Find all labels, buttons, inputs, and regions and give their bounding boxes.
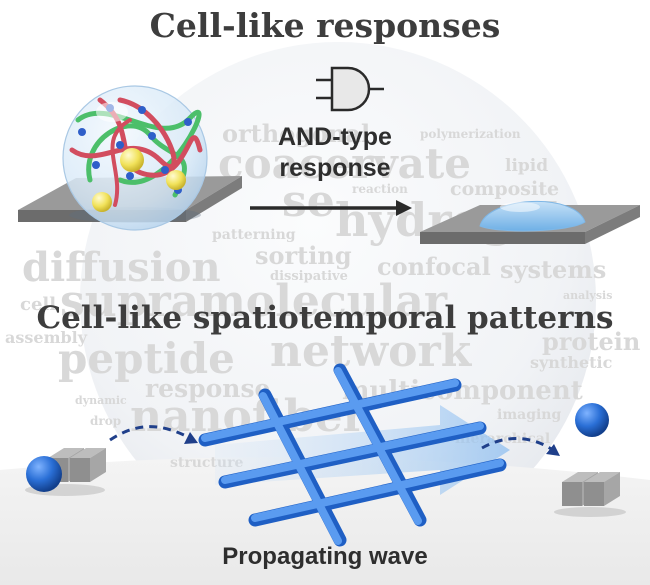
word-cloud-item: imaging [497, 407, 562, 423]
word-cloud-item: peptide [58, 334, 235, 383]
fiber-network [198, 363, 507, 547]
word-cloud-item: se [282, 176, 335, 227]
coacervate-nodes [78, 104, 192, 194]
word-cloud-item: orthogonal [222, 119, 371, 148]
propagating-wave-label: Propagating wave [222, 543, 428, 570]
coacervate-droplet [62, 85, 208, 231]
dashed-arrow-right [481, 437, 554, 452]
word-cloud-item: composite [450, 178, 560, 200]
word-cloud-item: dynamic [75, 394, 127, 407]
blue-ball [26, 456, 62, 492]
word-cloud-item: patterning [212, 227, 296, 243]
monomer-left [25, 448, 106, 496]
word-cloud-item: supramolecular [60, 276, 448, 327]
word-cloud-item: analysis [563, 289, 613, 302]
and-label-line1: AND-type [278, 123, 392, 151]
substrate-right [420, 205, 640, 244]
word-cloud-item: lipid [505, 156, 549, 176]
word-cloud-item: sorting [255, 241, 352, 270]
word-cloud-item: diffusion [22, 244, 221, 291]
dashed-arrowhead-right [546, 444, 560, 456]
word-cloud-item: synthetic [530, 353, 613, 372]
word-cloud-item: reaction [352, 182, 408, 196]
title-spatiotemporal-patterns: Cell-like spatiotemporal patterns [36, 300, 614, 336]
monomer-right [554, 472, 626, 517]
dashed-arrow-left [109, 425, 191, 442]
word-cloud-item: cell [20, 294, 57, 315]
yellow-particle [120, 148, 144, 172]
blue-ball [575, 403, 609, 437]
word-cloud-item: assembly [5, 328, 88, 347]
hydrogel-blob [479, 200, 586, 232]
yellow-particle [166, 170, 186, 190]
word-cloud-item: network [270, 326, 472, 377]
word-cloud-item: drop [90, 414, 122, 428]
response-arrow [250, 200, 412, 216]
word-cloud-item: confocal [377, 252, 491, 281]
word-cloud-item: dissipative [270, 269, 348, 284]
word-cloud-item: protein [542, 327, 641, 356]
yellow-particle [92, 192, 112, 212]
title-cell-like-responses: Cell-like responses [149, 6, 501, 45]
dashed-arrowhead-left [184, 432, 198, 444]
word-cloud-item: systems [500, 255, 607, 284]
and-type-response-label: AND-type response [250, 122, 420, 184]
and-gate-icon [316, 66, 384, 112]
word-cloud-item: coacervate [218, 139, 471, 188]
and-label-line2: response [279, 154, 391, 182]
word-cloud-item: response [145, 374, 271, 403]
word-cloud-item: polymerization [420, 127, 521, 141]
